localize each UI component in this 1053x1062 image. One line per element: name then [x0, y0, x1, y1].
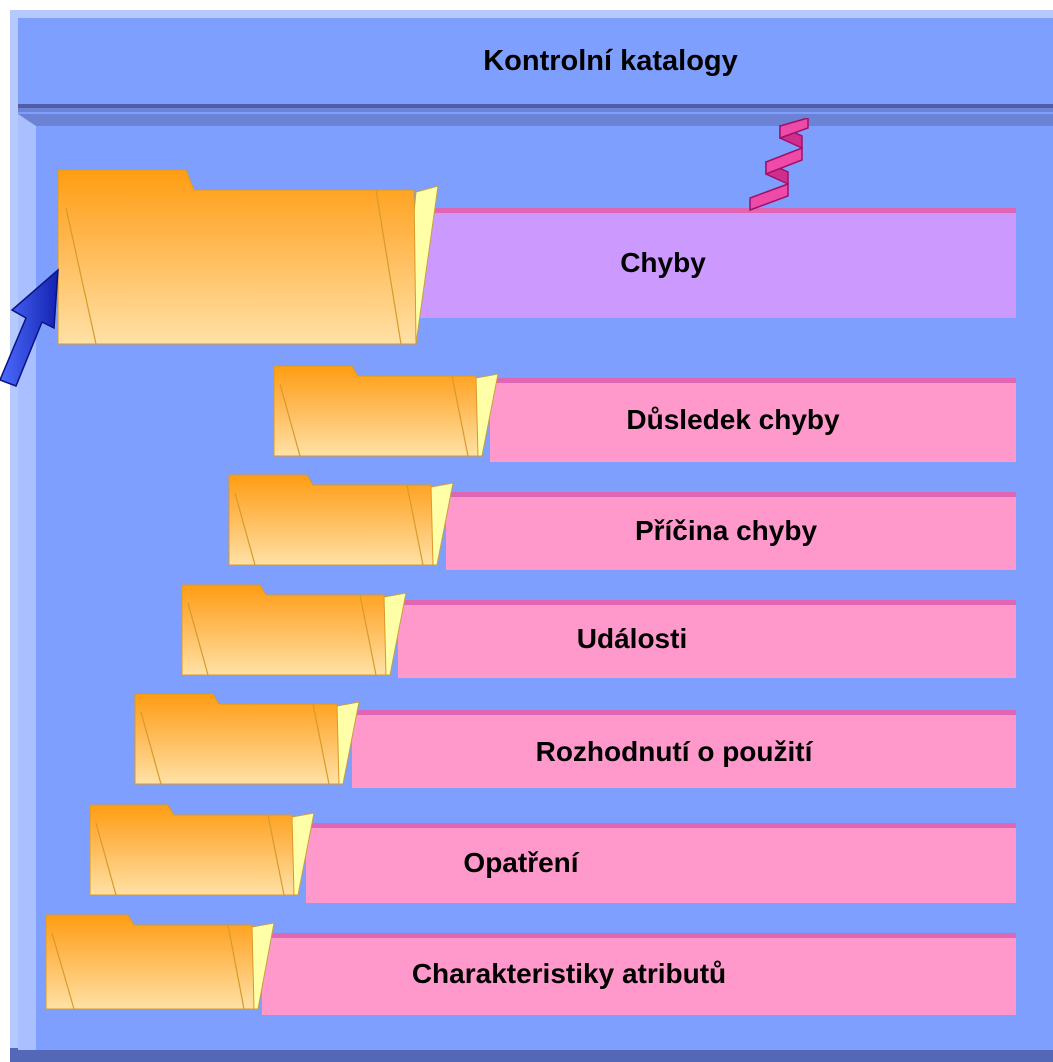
- catalog-bar-udalosti[interactable]: Události: [398, 600, 1016, 678]
- catalog-label-udalosti: Události: [576, 623, 688, 654]
- folder-icon: [133, 692, 361, 785]
- folder-icon: [227, 473, 455, 566]
- catalog-label-charakteristiky: Charakteristiky atributů: [411, 958, 727, 989]
- folder-icon: [56, 168, 441, 345]
- folder-icon: [272, 364, 500, 457]
- arrow-icon: [0, 262, 70, 417]
- catalog-bar-charakteristiky[interactable]: Charakteristiky atributů: [262, 933, 1016, 1015]
- page-title: Kontrolní katalogy: [483, 44, 738, 77]
- catalog-bar-opatreni[interactable]: Opatření: [306, 823, 1016, 903]
- catalog-bar-dusledek[interactable]: Důsledek chyby: [490, 378, 1016, 462]
- catalog-bar-rozhodnuti[interactable]: Rozhodnutí o použití: [352, 710, 1016, 788]
- catalog-label-pricina: Příčina chyby: [634, 515, 818, 546]
- folder-icon: [44, 913, 278, 1010]
- title-band: Kontrolní katalogy: [18, 18, 1053, 108]
- folder-icon: [88, 803, 316, 896]
- catalog-label-dusledek: Důsledek chyby: [626, 404, 840, 435]
- panel-bevel-left: [10, 10, 18, 1062]
- catalog-label-chyby: Chyby: [620, 247, 706, 278]
- catalog-label-opatreni: Opatření: [463, 847, 579, 878]
- catalog-label-rozhodnuti: Rozhodnutí o použití: [535, 736, 813, 767]
- folder-icon: [180, 583, 408, 676]
- catalog-bar-chyby[interactable]: Chyby: [420, 208, 1016, 318]
- catalog-bar-pricina[interactable]: Příčina chyby: [446, 492, 1016, 570]
- panel-bevel-top: [10, 10, 1053, 18]
- spring-icon: [746, 117, 810, 217]
- panel-bevel-bottom: [10, 1048, 1053, 1062]
